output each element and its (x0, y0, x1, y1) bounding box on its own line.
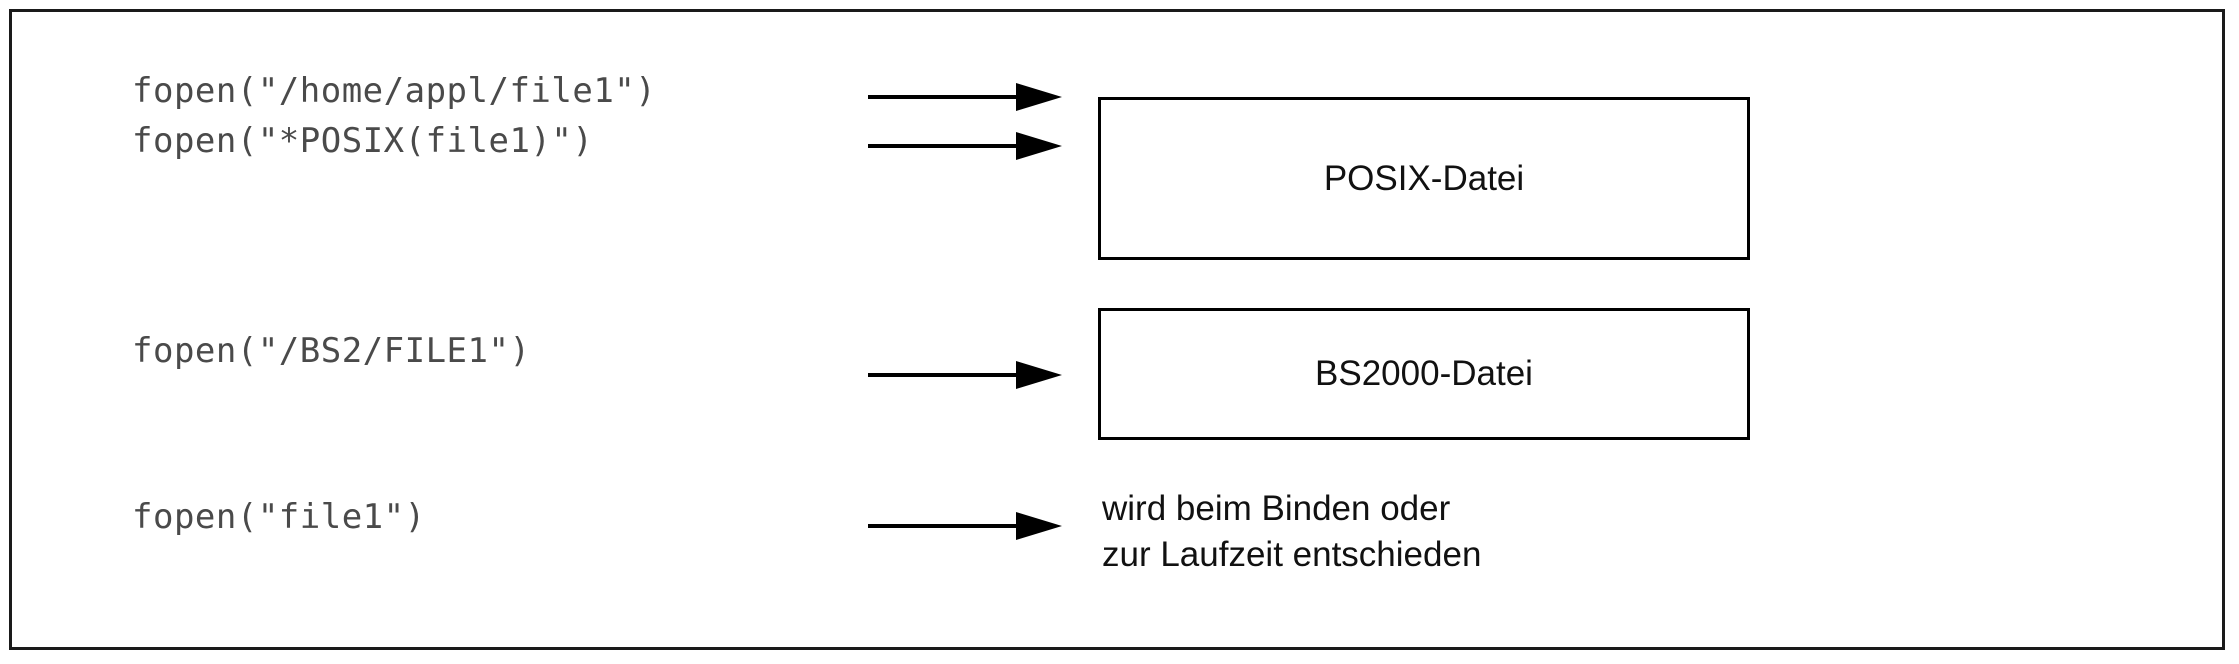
arrow-shaft (868, 144, 1018, 148)
arrow-right-icon-runtime (868, 509, 1062, 543)
arrow-shaft (868, 95, 1018, 99)
arrow-right-icon-bs2000 (868, 358, 1062, 392)
call-expression-plain: fopen("file1") (132, 497, 426, 537)
arrow-head (1016, 361, 1062, 389)
runtime-decision-note-line-2: zur Laufzeit entschieden (1102, 535, 1482, 574)
call-expression-bs2000: fopen("/BS2/FILE1") (132, 331, 531, 371)
target-box-bs2000-file: BS2000-Datei (1098, 308, 1750, 440)
arrow-head (1016, 512, 1062, 540)
figure-frame: fopen("/home/appl/file1") fopen("*POSIX(… (9, 9, 2225, 650)
arrow-right-icon-posix-absolute (868, 80, 1062, 114)
target-box-posix-file: POSIX-Datei (1098, 97, 1750, 260)
arrow-head (1016, 83, 1062, 111)
runtime-decision-note: wird beim Binden oder zur Laufzeit entsc… (1102, 486, 1481, 578)
arrow-right-icon-posix-star (868, 129, 1062, 163)
arrow-shaft (868, 524, 1018, 528)
call-expression-posix-absolute: fopen("/home/appl/file1") (132, 71, 657, 111)
target-box-posix-label: POSIX-Datei (1323, 158, 1525, 198)
call-expression-posix-star: fopen("*POSIX(file1)") (132, 121, 594, 161)
arrow-shaft (868, 373, 1018, 377)
target-box-bs2000-label: BS2000-Datei (1315, 354, 1533, 393)
arrow-head (1016, 132, 1062, 160)
runtime-decision-note-line-1: wird beim Binden oder (1102, 489, 1451, 528)
